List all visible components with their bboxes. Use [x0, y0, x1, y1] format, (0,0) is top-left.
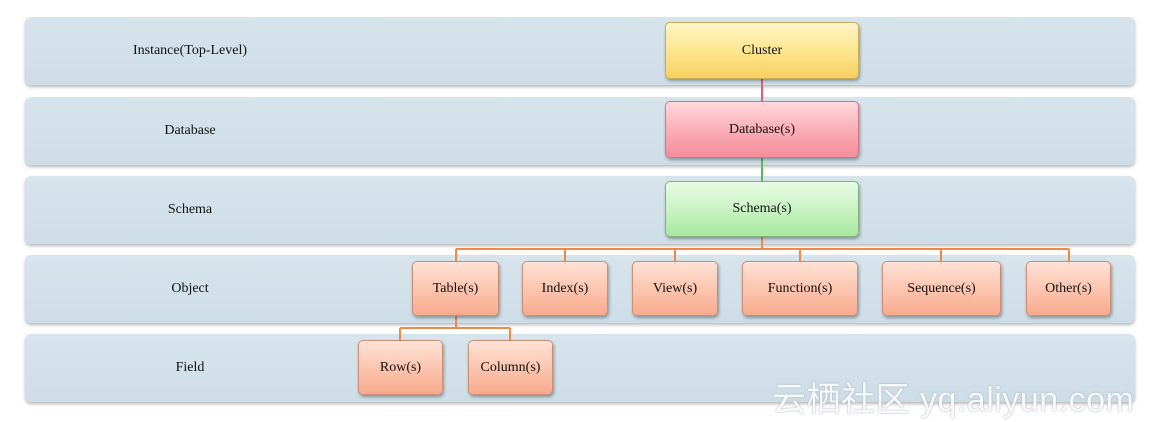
sequences-node: Sequence(s) — [882, 261, 1001, 316]
functions-node: Function(s) — [742, 261, 858, 316]
watermark: 云栖社区 yq.aliyun.com — [772, 381, 1135, 419]
level-label-database: Database — [164, 123, 216, 138]
level-band-database: Database — [25, 97, 1135, 165]
schemas-node: Schema(s) — [665, 181, 859, 237]
level-label-object: Object — [171, 281, 209, 296]
level-band-field: Field — [25, 334, 1135, 402]
databases-node: Database(s) — [665, 101, 859, 158]
others-node: Other(s) — [1026, 261, 1111, 316]
level-band-schema: Schema — [25, 176, 1135, 244]
views-node: View(s) — [632, 261, 718, 316]
level-label-schema: Schema — [167, 202, 213, 217]
rows-node: Row(s) — [358, 340, 443, 395]
cluster-node: Cluster — [665, 22, 859, 79]
tables-node: Table(s) — [412, 261, 499, 316]
columns-node: Column(s) — [468, 340, 553, 395]
indexes-node: Index(s) — [522, 261, 608, 316]
level-label-field: Field — [175, 360, 205, 375]
level-band-instance: Instance(Top-Level) — [25, 17, 1135, 85]
level-label-instance: Instance(Top-Level) — [132, 43, 248, 58]
